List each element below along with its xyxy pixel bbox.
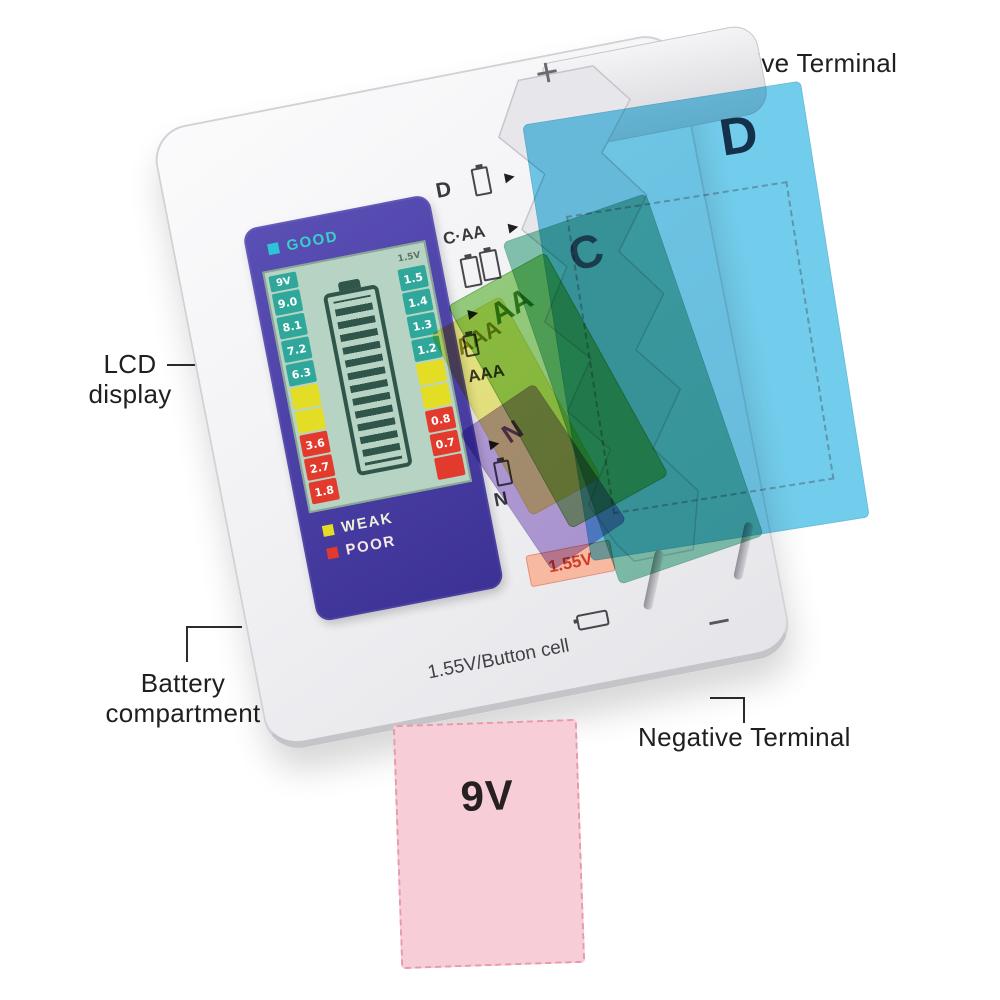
lcd-screen: 9V 9.0 8.1 7.2 6.3 3.6 2.7 1.8 1.5V 1.5 … [262, 240, 473, 514]
negative-terminal-label: Negative Terminal [638, 722, 851, 752]
battery-compartment-leader-line-vertical [186, 626, 188, 662]
scale-cell: 9.0 [271, 289, 304, 317]
scale-cell [415, 358, 448, 386]
weak-label: WEAK [339, 509, 395, 537]
scale-cell [420, 382, 452, 410]
weak-indicator-square [321, 524, 335, 537]
lcd-display-label: LCD display [70, 349, 190, 409]
scale-cell: 2.7 [303, 453, 336, 481]
scale-cell: 3.6 [299, 430, 331, 458]
negative-terminal-leader-line-horizontal [710, 697, 745, 699]
good-indicator-square [267, 242, 280, 256]
battery-overlay-9v: 9V [392, 718, 586, 970]
poor-indicator-square [326, 546, 340, 560]
scale-cell [294, 406, 327, 434]
battery-overlay-9v-label: 9V [459, 771, 515, 820]
lcd-display-leader-line [167, 364, 219, 366]
scale-cell: 1.4 [401, 288, 434, 316]
good-label: GOOD [285, 227, 340, 255]
poor-label: POOR [344, 532, 398, 559]
battery-compartment-label-line1: Battery [140, 668, 226, 698]
negative-terminal-leader-line-vertical [743, 697, 745, 723]
battery-compartment-leader-line-horizontal [186, 626, 242, 628]
battery-compartment-label: Battery compartment [78, 668, 288, 728]
scale-cell [433, 453, 466, 481]
battery-compartment-label-line2: compartment [105, 698, 261, 728]
scale-cell: 1.5 [397, 264, 430, 292]
scale-cell: 1.8 [308, 477, 341, 505]
battery-level-graphic [322, 284, 413, 477]
scale-cell: 6.3 [285, 359, 318, 387]
scale-cell: 0.7 [429, 429, 462, 457]
scale-cell: 0.8 [424, 406, 457, 433]
scale-cell: 8.1 [276, 312, 308, 340]
scale-cell [290, 383, 322, 411]
scale-cell: 7.2 [280, 336, 313, 364]
lcd-display-label-line1: LCD [103, 349, 157, 379]
lcd-display-label-line2: display [88, 379, 172, 409]
